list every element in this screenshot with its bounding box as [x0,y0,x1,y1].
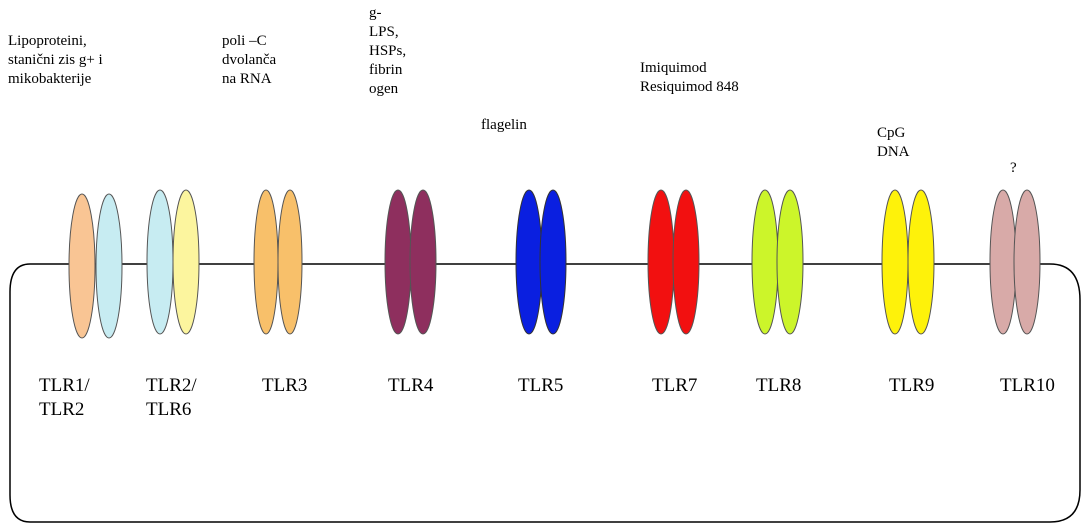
receptor-tlr2-tlr6-right [172,189,200,335]
receptor-tlr5-right [539,189,567,335]
receptor-tlr9-left [881,189,909,335]
receptor-tlr1-tlr2 [68,193,123,339]
receptor-label-tlr8: TLR8 [756,375,802,396]
receptor-tlr8-right [776,189,804,335]
receptor-tlr4-left [384,189,412,335]
receptor-tlr5-left [515,189,543,335]
receptor-tlr10 [989,189,1041,335]
receptor-tlr3 [253,189,303,335]
receptor-label-tlr9: TLR9 [889,375,935,396]
ligand-label-tlr4: g- LPS, HSPs, fibrin ogen [369,5,407,97]
receptor-tlr7 [647,189,700,335]
receptor-tlr2-tlr6 [146,189,200,335]
receptor-tlr9-right [907,189,935,335]
ligand-label-tlr3: poli –C dvolanča na RNA [222,33,277,87]
receptor-tlr7-left [647,189,675,335]
receptor-label-tlr5: TLR5 [518,375,564,396]
ligand-label-tlr5: flagelin [481,117,527,133]
receptor-tlr4-right [409,189,437,335]
ligand-label-tlr7-tlr8: Imiquimod Resiquimod 848 [640,60,739,95]
ligand-label-tlr1-tlr2: Lipoproteini, stanični zis g+ i mikobakt… [8,33,103,87]
receptor-tlr2-tlr6-left [146,189,174,335]
receptor-tlr8 [751,189,804,335]
cell-membrane [9,263,1081,523]
receptor-label-tlr3: TLR3 [262,375,308,396]
receptor-label-tlr10: TLR10 [1000,375,1055,396]
receptor-tlr1-tlr2-right [95,193,123,339]
receptor-tlr3-left [253,189,279,335]
receptor-tlr10-left [989,189,1017,335]
ligand-label-tlr9: CpG DNA [877,125,910,160]
receptor-label-tlr4: TLR4 [388,375,434,396]
ligand-label-tlr10: ? [1010,160,1017,176]
receptor-label-tlr7: TLR7 [652,375,698,396]
receptor-tlr8-left [751,189,779,335]
receptor-label-tlr1-tlr2: TLR1/ TLR2 [39,375,90,420]
receptor-tlr1-tlr2-left [68,193,96,339]
receptor-tlr5 [515,189,567,335]
receptor-tlr10-right [1013,189,1041,335]
receptor-tlr3-right [277,189,303,335]
receptor-tlr9 [881,189,935,335]
receptor-tlr4 [384,189,437,335]
receptor-label-tlr2-tlr6: TLR2/ TLR6 [146,375,197,420]
receptor-tlr7-right [672,189,700,335]
